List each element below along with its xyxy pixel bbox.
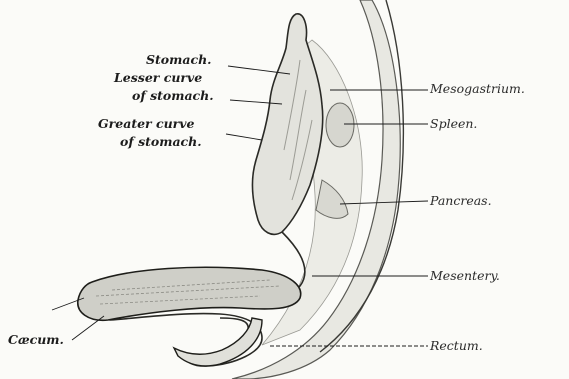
leader-greater-curve [226, 134, 262, 140]
label-pancreas: Pancreas. [430, 195, 492, 208]
label-greater-curve-line1: Greater curve [98, 118, 194, 131]
label-spleen: Spleen. [430, 118, 477, 131]
label-cecum: Cæcum. [8, 334, 64, 347]
leader-cecum [72, 316, 104, 340]
caecum-tube [78, 267, 301, 320]
label-mesentery: Mesentery. [430, 270, 500, 283]
spleen-shape [326, 103, 354, 147]
label-rectum: Rectum. [430, 340, 483, 353]
label-mesogastrium: Mesogastrium. [430, 83, 525, 96]
rectum-hook [174, 318, 262, 366]
label-lesser-curve-line1: Lesser curve [114, 72, 202, 85]
label-stomach: Stomach. [146, 54, 212, 67]
label-greater-curve-line2: of stomach. [120, 136, 202, 149]
label-lesser-curve-line2: of stomach. [132, 90, 214, 103]
